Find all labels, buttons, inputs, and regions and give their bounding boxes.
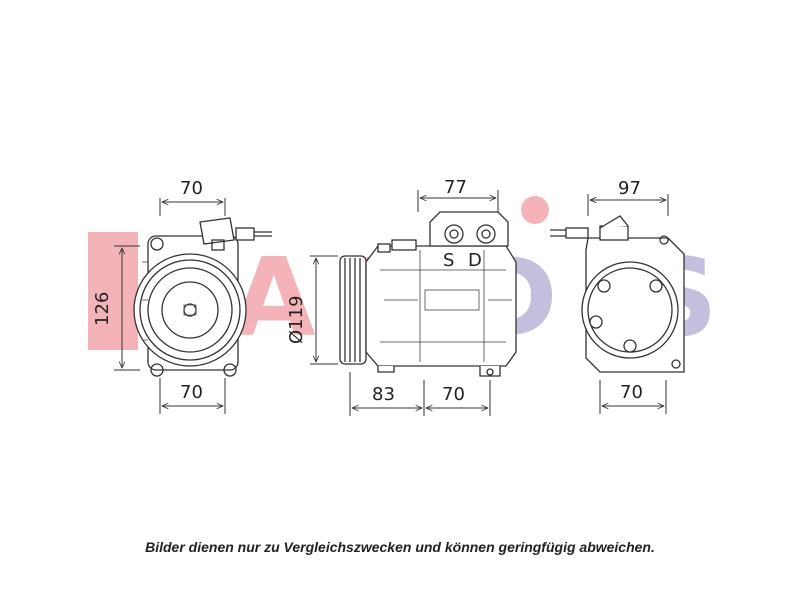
port-label-discharge: D	[468, 250, 482, 271]
svg-text:A: A	[232, 236, 316, 361]
dim-front-top-width: 70	[180, 178, 203, 199]
side-dimensions: 77 Ø119 83 70	[286, 177, 499, 416]
front-view	[133, 217, 272, 377]
dim-side-bottom-right: 70	[442, 384, 465, 405]
dim-side-bottom-left: 83	[372, 384, 395, 405]
disclaimer-caption: Bilder dienen nur zu Vergleichszwecken u…	[145, 539, 655, 555]
dim-front-bottom-width: 70	[180, 382, 203, 403]
port-label-suction: S	[443, 250, 454, 271]
back-dimensions: 97 70	[587, 178, 669, 414]
back-view	[550, 215, 685, 373]
dim-front-height: 126	[92, 292, 113, 326]
dim-back-bottom-width: 70	[620, 382, 643, 403]
side-view: S D	[339, 211, 517, 377]
dim-side-diameter: Ø119	[286, 295, 307, 344]
dim-side-top-width: 77	[444, 177, 467, 198]
dim-back-top-width: 97	[618, 178, 641, 199]
front-dimensions: 70 126 70	[92, 178, 226, 414]
